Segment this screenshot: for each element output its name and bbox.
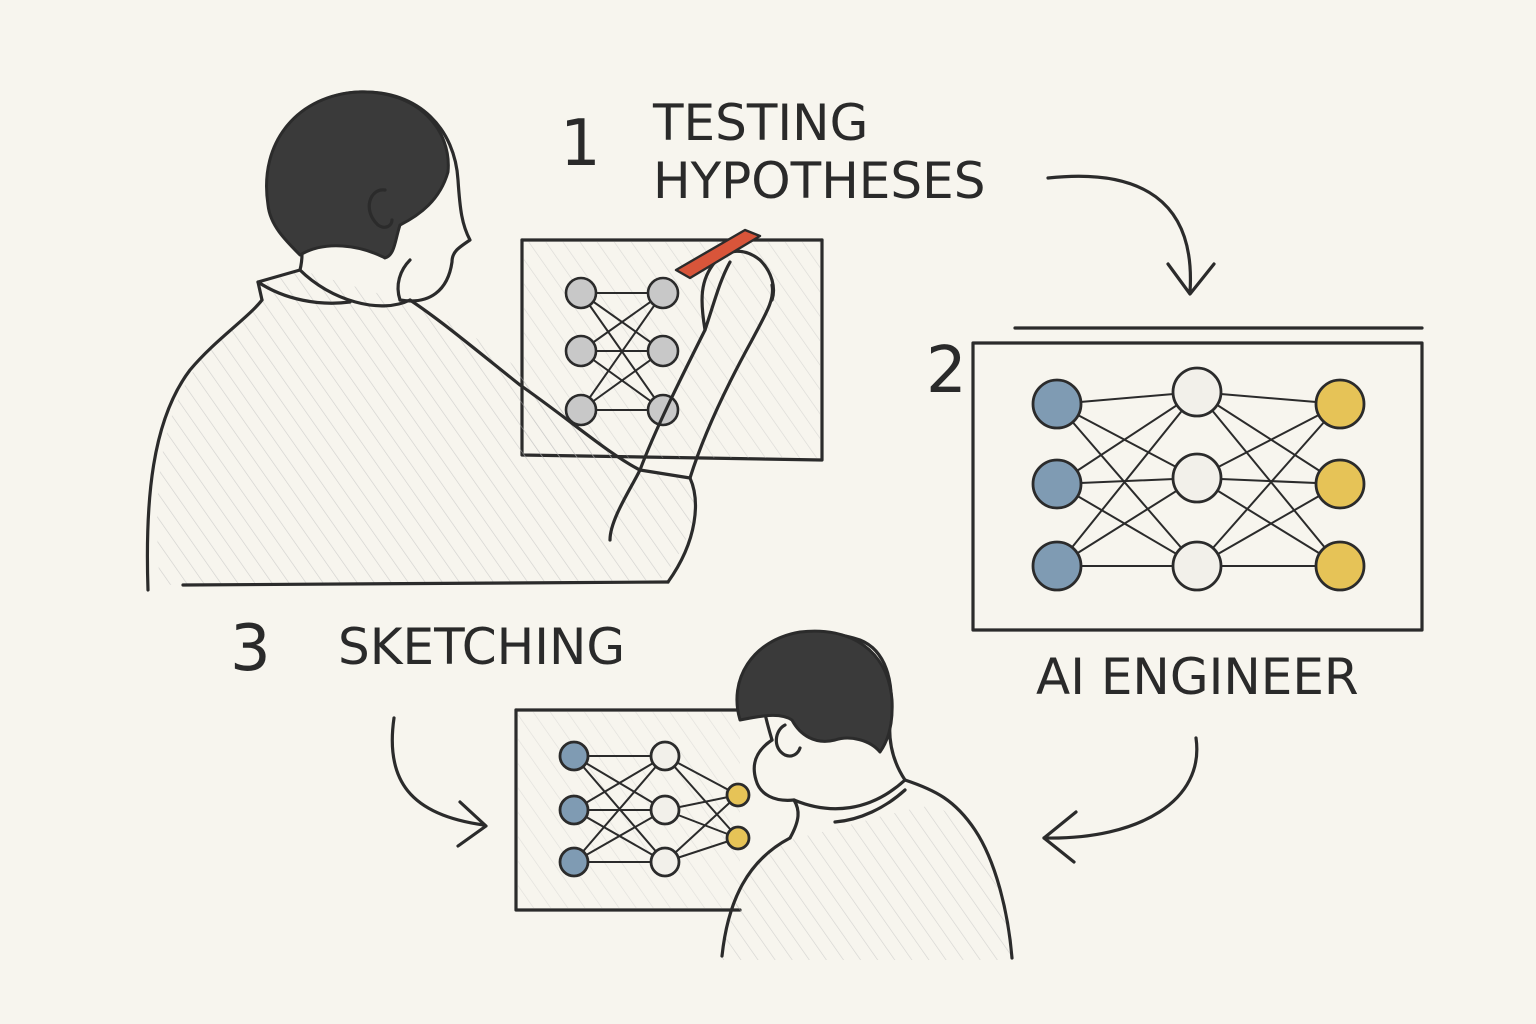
network-edge — [1056, 403, 1198, 567]
step-3-label: 3 SKETCHING — [230, 612, 625, 686]
step-2-label: 2 — [926, 334, 967, 408]
network-edge — [573, 755, 666, 811]
network-node — [1314, 540, 1366, 592]
neural-network-icon — [558, 740, 751, 878]
step-1-number: 1 — [560, 107, 601, 181]
network-edge — [664, 755, 739, 839]
network-edge — [1196, 483, 1341, 567]
person-at-board-icon — [720, 629, 1014, 960]
network-edge — [1196, 403, 1341, 479]
network-node — [1171, 540, 1223, 592]
step-1-label: 1 TESTING HYPOTHESES — [560, 94, 985, 210]
network-edge — [1056, 391, 1198, 567]
network-edge — [1056, 483, 1198, 567]
network-edge — [573, 755, 666, 863]
network-node — [1031, 458, 1083, 510]
step-2-caption-text: AI ENGINEER — [1036, 648, 1359, 706]
network-node — [1031, 540, 1083, 592]
network-node — [649, 846, 681, 878]
network-edge — [1196, 391, 1341, 567]
network-node — [725, 782, 751, 808]
curved-arrow-icon — [1046, 174, 1216, 296]
step-3-title: SKETCHING — [338, 618, 625, 676]
network-edge — [664, 794, 739, 863]
network-node — [1171, 452, 1223, 504]
step-1-title-line2: HYPOTHESES — [653, 152, 985, 210]
curved-arrow-icon — [1042, 736, 1199, 864]
network-node — [649, 740, 681, 772]
network-edge — [1056, 477, 1198, 567]
network-node — [725, 825, 751, 851]
network-node — [558, 794, 590, 826]
person-at-board-icon — [145, 90, 776, 592]
curved-arrow-icon — [390, 716, 488, 848]
network-edge — [1196, 403, 1341, 567]
network-node — [558, 740, 590, 772]
network-node — [649, 794, 681, 826]
network-edge — [1196, 477, 1341, 567]
step-2-caption: AI ENGINEER — [1036, 648, 1359, 706]
network-node — [1314, 458, 1366, 510]
neural-network-icon — [1031, 366, 1366, 592]
network-edge — [573, 809, 666, 863]
step-3-number: 3 — [230, 612, 271, 686]
network-node — [1031, 378, 1083, 430]
network-node — [1314, 378, 1366, 430]
network-edge — [1056, 391, 1198, 485]
network-edge — [1056, 403, 1198, 479]
step-2-number: 2 — [926, 334, 967, 408]
network-node — [1171, 366, 1223, 418]
board-large — [971, 326, 1424, 632]
network-edge — [1196, 391, 1341, 485]
network-node — [558, 846, 590, 878]
board-small-bottom — [514, 708, 742, 912]
step-1-title-line1: TESTING — [652, 94, 868, 152]
